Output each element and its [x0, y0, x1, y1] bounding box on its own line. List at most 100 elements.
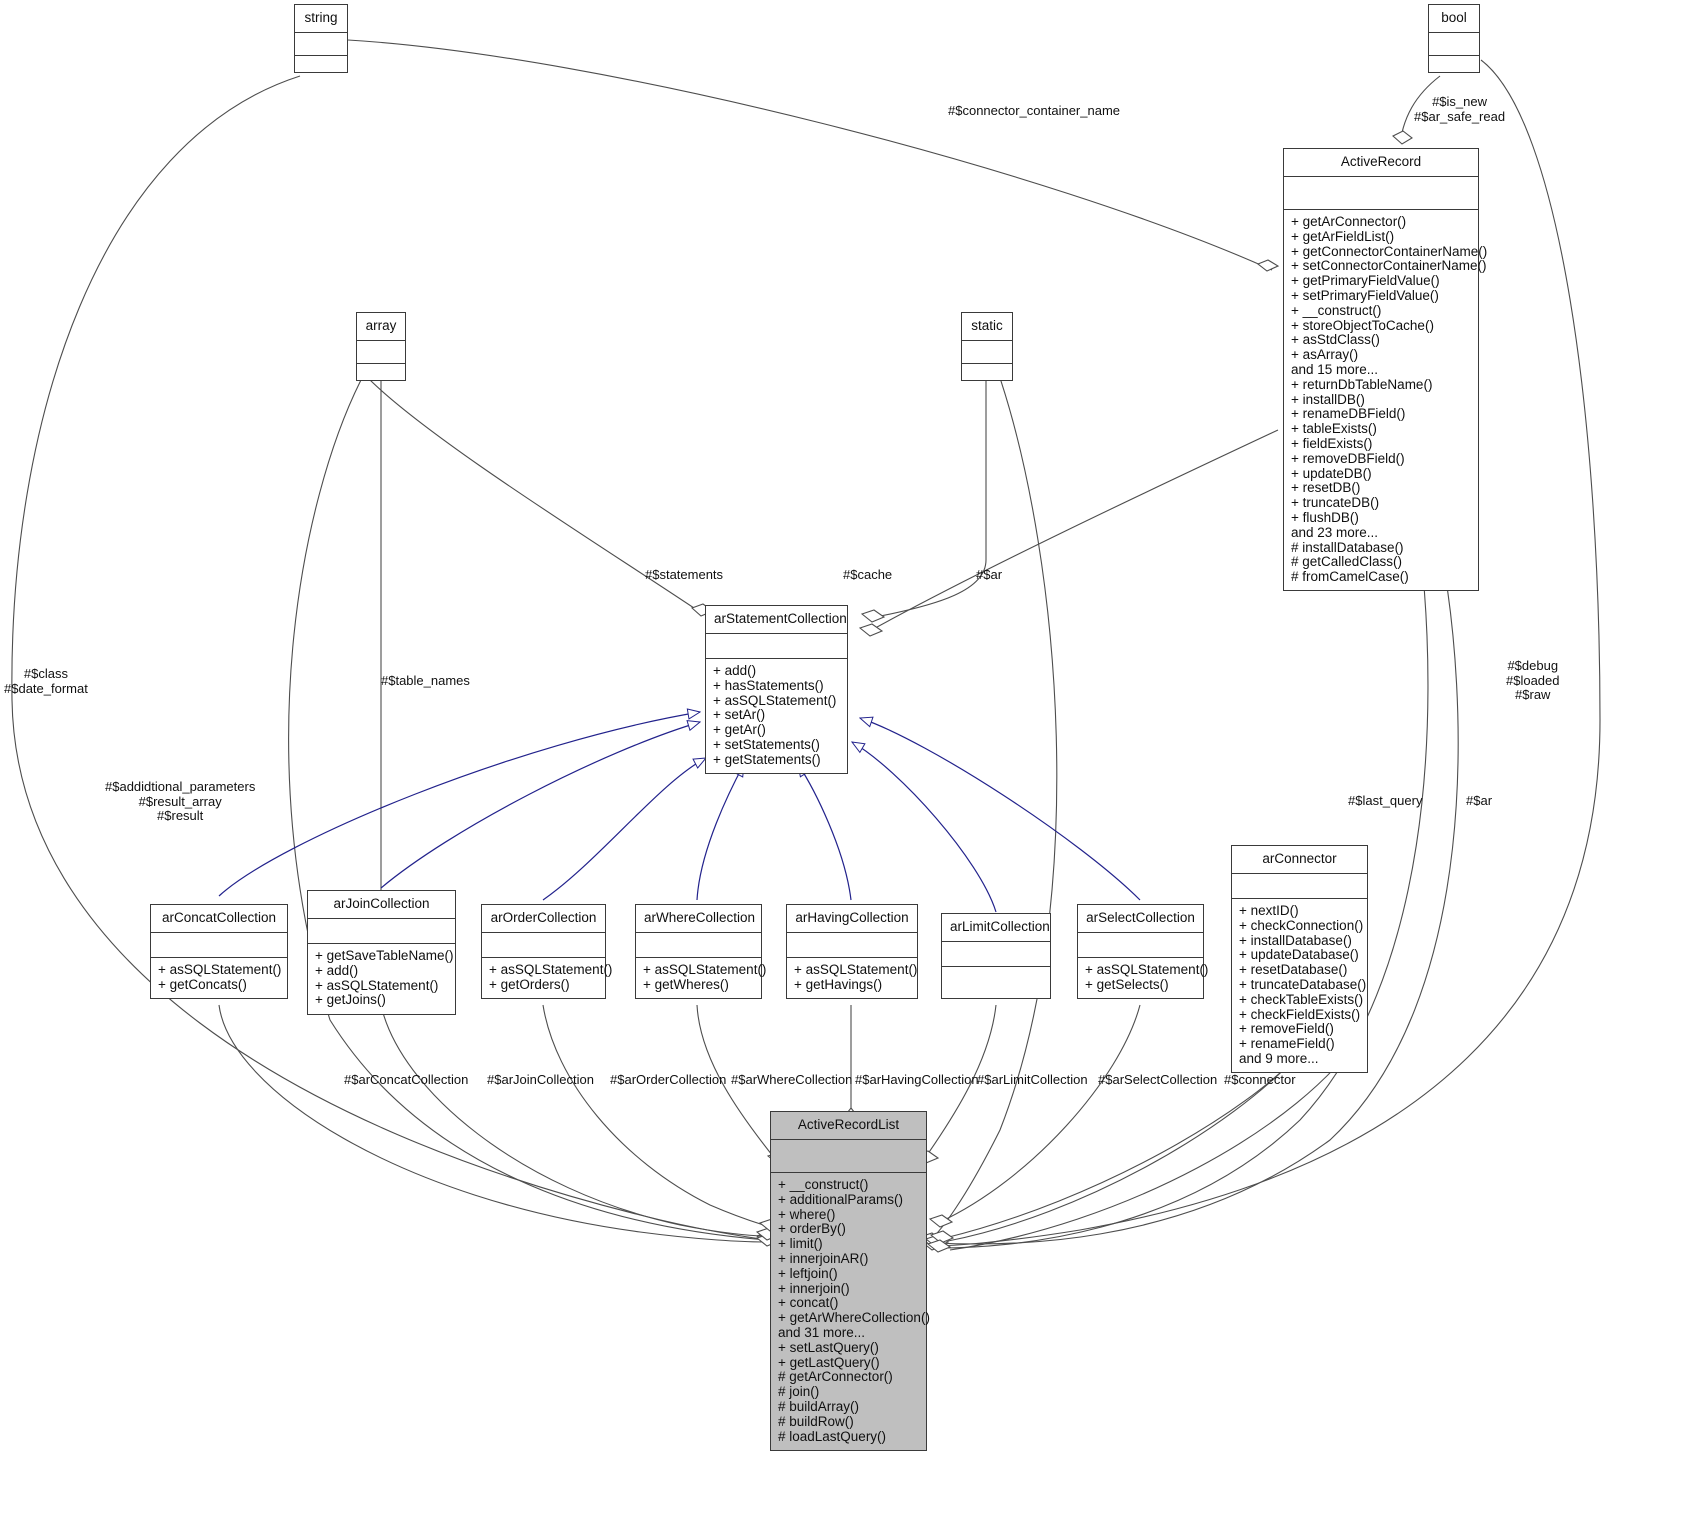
class-member: + hasStatements(): [713, 677, 824, 693]
class-attributes: [706, 634, 847, 659]
class-member: + getWheres(): [643, 976, 729, 992]
class-node-activerecord[interactable]: ActiveRecord + getArConnector()+ getArFi…: [1283, 148, 1488, 592]
class-attributes: [295, 33, 347, 56]
class-node-array[interactable]: array: [356, 312, 406, 381]
edge-label-debug-loaded-raw: #$debug #$loaded #$raw: [1506, 658, 1560, 702]
class-attributes: [787, 933, 917, 958]
class-title: ActiveRecordList: [771, 1112, 926, 1140]
class-member: + getArFieldList(): [1291, 228, 1395, 244]
class-title: arConcatCollection: [151, 905, 287, 933]
edge-label-additional-parameters: #$addidtional_parameters #$result_array …: [105, 779, 256, 823]
class-member: + resetDB(): [1291, 480, 1361, 496]
class-member: + getJoins(): [315, 992, 386, 1008]
edge-label-is-new-ar-safe-read: #$is_new #$ar_safe_read: [1414, 94, 1506, 124]
class-member: + add(): [315, 962, 359, 978]
class-member: + getConcats(): [158, 976, 247, 992]
class-member: and 9 more...: [1239, 1050, 1319, 1066]
class-attributes: [1284, 177, 1478, 210]
class-member: and 15 more...: [1291, 361, 1379, 377]
class-member: + getArWhereCollection(): [778, 1310, 930, 1326]
class-member: + innerjoin(): [778, 1280, 850, 1296]
class-member: # join(): [778, 1384, 820, 1400]
class-node-arwherecollection[interactable]: arWhereCollection + asSQLStatement()+ ge…: [635, 904, 766, 1000]
edge-label-table-names: #$table_names: [381, 673, 470, 688]
class-operations: + asSQLStatement()+ getHavings(): [787, 958, 917, 999]
class-member: + checkConnection(): [1239, 917, 1364, 933]
class-member: + getLastQuery(): [778, 1354, 880, 1370]
edge-label-ar-right: #$ar: [1466, 793, 1493, 808]
class-attributes: [1232, 874, 1367, 899]
class-operations: + __construct()+ additionalParams()+ whe…: [771, 1173, 930, 1450]
class-member: + storeObjectToCache(): [1291, 317, 1434, 333]
class-member: + nextID(): [1239, 903, 1299, 918]
class-node-arlimitcollection[interactable]: arLimitCollection: [941, 913, 1051, 999]
class-member: + add(): [713, 663, 757, 678]
class-member: # getArConnector(): [778, 1369, 893, 1385]
class-node-static[interactable]: static: [961, 312, 1013, 381]
class-attributes: [636, 933, 761, 958]
edge-label-ar-where-collection: #$arWhereCollection: [731, 1072, 853, 1087]
edge-label-ar-having-collection: #$arHavingCollection: [855, 1072, 979, 1087]
class-node-arselectcollection[interactable]: arSelectCollection + asSQLStatement()+ g…: [1077, 904, 1208, 1000]
class-attributes: [482, 933, 605, 958]
class-member: + additionalParams(): [778, 1191, 903, 1207]
class-node-activerecordlist[interactable]: ActiveRecordList + __construct()+ additi…: [770, 1111, 930, 1451]
class-member: + getConnectorContainerName(): [1291, 243, 1488, 259]
class-member: + __construct(): [778, 1177, 869, 1192]
edge-label-connector: #$connector: [1224, 1072, 1296, 1087]
class-operations: + getArConnector()+ getArFieldList()+ ge…: [1284, 210, 1488, 591]
class-node-arconcatcollection[interactable]: arConcatCollection + asSQLStatement()+ g…: [150, 904, 288, 1000]
class-member: + removeField(): [1239, 1021, 1334, 1037]
class-member: # buildRow(): [778, 1413, 854, 1429]
class-member: + getStatements(): [713, 751, 821, 767]
class-node-bool[interactable]: bool: [1428, 4, 1480, 73]
class-node-arhavingcollection[interactable]: arHavingCollection + asSQLStatement()+ g…: [786, 904, 918, 1000]
class-member: + updateDatabase(): [1239, 947, 1359, 963]
class-title: ActiveRecord: [1284, 149, 1478, 177]
class-title: bool: [1429, 5, 1479, 33]
class-operations: [1429, 56, 1479, 72]
class-member: + removeDBField(): [1291, 450, 1405, 466]
class-operations: [295, 56, 347, 72]
class-member: + checkTableExists(): [1239, 991, 1364, 1007]
class-title: arHavingCollection: [787, 905, 917, 933]
class-node-arconnector[interactable]: arConnector + nextID()+ checkConnection(…: [1231, 845, 1368, 1074]
class-operations: [962, 364, 1012, 380]
class-operations: + getSaveTableName()+ add()+ asSQLStatem…: [308, 944, 455, 1014]
class-member: + asStdClass(): [1291, 332, 1380, 348]
class-member: + concat(): [778, 1295, 839, 1311]
class-member: + leftjoin(): [778, 1265, 838, 1281]
class-member: + renameDBField(): [1291, 406, 1406, 422]
class-node-arjoincollection[interactable]: arJoinCollection + getSaveTableName()+ a…: [307, 890, 456, 1015]
class-node-arordercollection[interactable]: arOrderCollection + asSQLStatement()+ ge…: [481, 904, 613, 1000]
edge-label-cache: #$cache: [843, 567, 893, 582]
class-member: and 31 more...: [778, 1324, 866, 1340]
class-member: + asSQLStatement(): [489, 962, 613, 977]
class-title: arJoinCollection: [308, 891, 455, 919]
edge-label-connector-container-name: #$connector_container_name: [948, 103, 1121, 118]
class-member: + returnDbTableName(): [1291, 376, 1433, 392]
edge-label-last-query: #$last_query: [1348, 793, 1423, 808]
class-member: # buildArray(): [778, 1398, 860, 1414]
class-member: + installDatabase(): [1239, 932, 1352, 948]
class-attributes: [942, 942, 1050, 967]
edge-label-ar-top: #$ar: [976, 567, 1003, 582]
class-title: string: [295, 5, 347, 33]
class-attributes: [1429, 33, 1479, 56]
class-title: arLimitCollection: [942, 914, 1050, 942]
class-member: + setConnectorContainerName(): [1291, 258, 1487, 274]
class-title: arOrderCollection: [482, 905, 605, 933]
class-operations: [942, 967, 1050, 998]
class-member: + getSelects(): [1085, 976, 1169, 992]
class-node-arstatementcollection[interactable]: arStatementCollection + add()+ hasStatem…: [705, 605, 848, 775]
class-operations: + asSQLStatement()+ getConcats(): [151, 958, 287, 999]
class-member: + setLastQuery(): [778, 1339, 879, 1355]
class-attributes: [357, 341, 405, 364]
class-member: + asSQLStatement(): [158, 962, 282, 977]
class-member: + setStatements(): [713, 736, 820, 752]
class-node-string[interactable]: string: [294, 4, 348, 73]
class-member: + asSQLStatement(): [713, 692, 837, 708]
class-title: array: [357, 313, 405, 341]
class-member: + renameField(): [1239, 1036, 1335, 1052]
class-member: + __construct(): [1291, 302, 1382, 318]
